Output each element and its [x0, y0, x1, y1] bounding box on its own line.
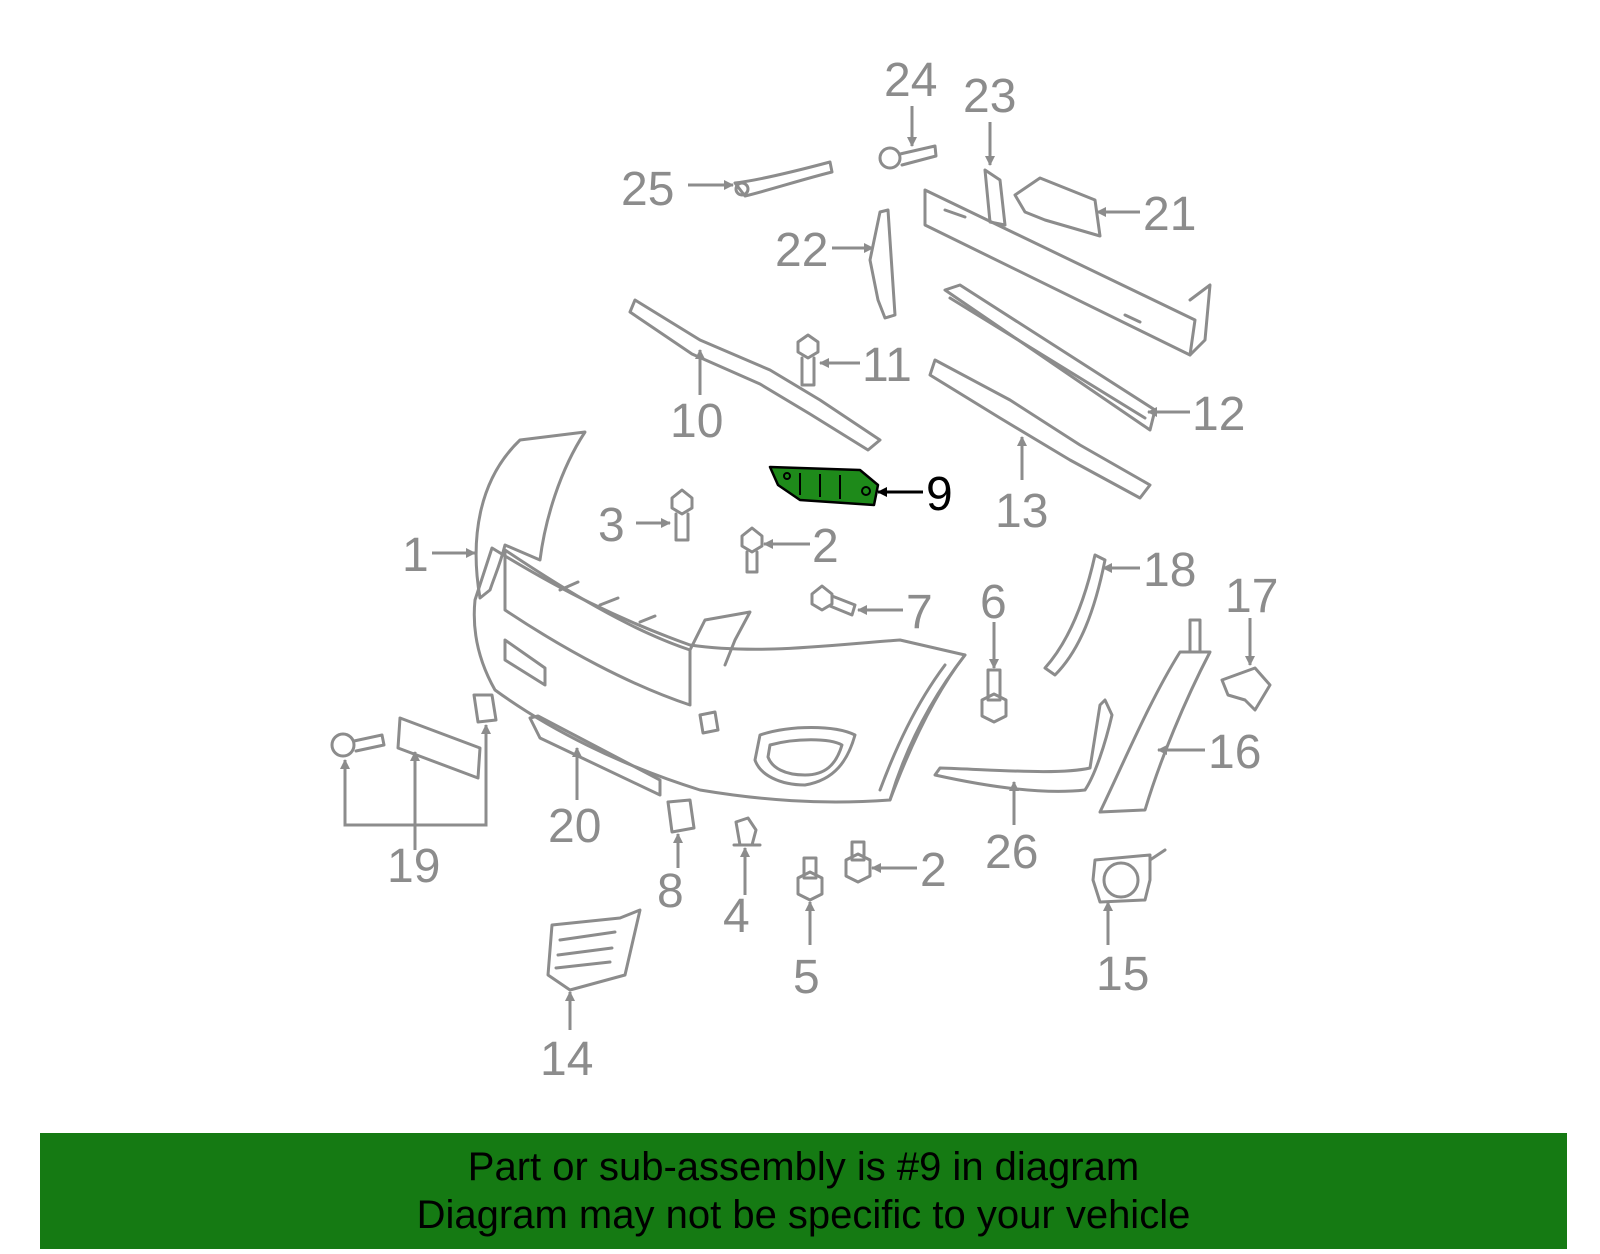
banner-line-part-number: Part or sub-assembly is #9 in diagram	[467, 1145, 1140, 1189]
fog-cover-part-14	[546, 908, 642, 992]
callout-10: 10	[670, 395, 723, 448]
callout-2-upper: 2	[812, 520, 839, 573]
absorber-part-12	[943, 283, 1157, 432]
bolt-part-7	[810, 584, 857, 617]
callout-26: 26	[985, 826, 1038, 879]
leader-lines	[340, 106, 1255, 1030]
bolt-part-11	[796, 333, 820, 387]
bracket-part-19	[330, 693, 498, 780]
callout-2-lower: 2	[920, 844, 947, 897]
callout-11: 11	[862, 339, 912, 392]
callout-18: 18	[1143, 544, 1196, 597]
molding-part-20	[528, 714, 662, 797]
cap-part-8	[666, 798, 696, 834]
callout-9: 9	[926, 468, 953, 521]
absorber-part-13	[928, 358, 1152, 500]
callout-25: 25	[621, 163, 674, 216]
callout-12: 12	[1192, 388, 1245, 441]
bracket-part-21	[1013, 176, 1102, 238]
callout-6: 6	[980, 576, 1007, 629]
callout-4: 4	[723, 890, 750, 943]
bumper-cover-part-1	[472, 430, 967, 804]
bracket-part-17	[1220, 666, 1272, 712]
screw-part-5	[796, 856, 824, 902]
clip-part-2-lower	[844, 840, 872, 884]
fog-lamp-part-15	[1091, 848, 1167, 904]
callout-1: 1	[402, 529, 429, 582]
callout-7: 7	[906, 586, 933, 639]
callout-17: 17	[1225, 570, 1278, 623]
banner-line-disclaimer: Diagram may not be specific to your vehi…	[416, 1193, 1191, 1237]
bolt-part-24	[878, 144, 938, 170]
callout-8: 8	[657, 865, 684, 918]
callout-20: 20	[548, 800, 601, 853]
bracket-part-9-highlighted	[768, 465, 880, 507]
spoiler-part-26	[933, 698, 1114, 793]
stud-part-25	[733, 160, 834, 198]
callout-23: 23	[963, 70, 1016, 123]
callout-19: 19	[387, 840, 440, 893]
callout-13: 13	[995, 485, 1048, 538]
callout-15: 15	[1096, 948, 1149, 1001]
bolt-part-6	[980, 668, 1008, 724]
callout-3: 3	[598, 499, 625, 552]
callout-24: 24	[884, 54, 937, 107]
molding-part-18	[1043, 553, 1107, 677]
callout-21: 21	[1143, 188, 1196, 241]
callout-labels: 1 2 3 4 5 6 7 8 9 10 11 12 13 14 15 16 1…	[387, 54, 1278, 1086]
callout-5: 5	[793, 951, 820, 1004]
bolt-part-3	[670, 488, 694, 542]
info-banner: Part or sub-assembly is #9 in diagram Di…	[40, 1133, 1567, 1249]
reinforcement-bar-part-23	[923, 168, 1212, 357]
clip-part-4	[732, 816, 762, 847]
bracket-part-22	[868, 208, 897, 320]
liner-part-16	[1098, 618, 1212, 814]
callout-14: 14	[540, 1033, 593, 1086]
callout-16: 16	[1208, 726, 1261, 779]
callout-22: 22	[775, 224, 828, 277]
reinforcement-part-10	[628, 298, 882, 452]
clip-part-2-upper	[740, 526, 764, 574]
